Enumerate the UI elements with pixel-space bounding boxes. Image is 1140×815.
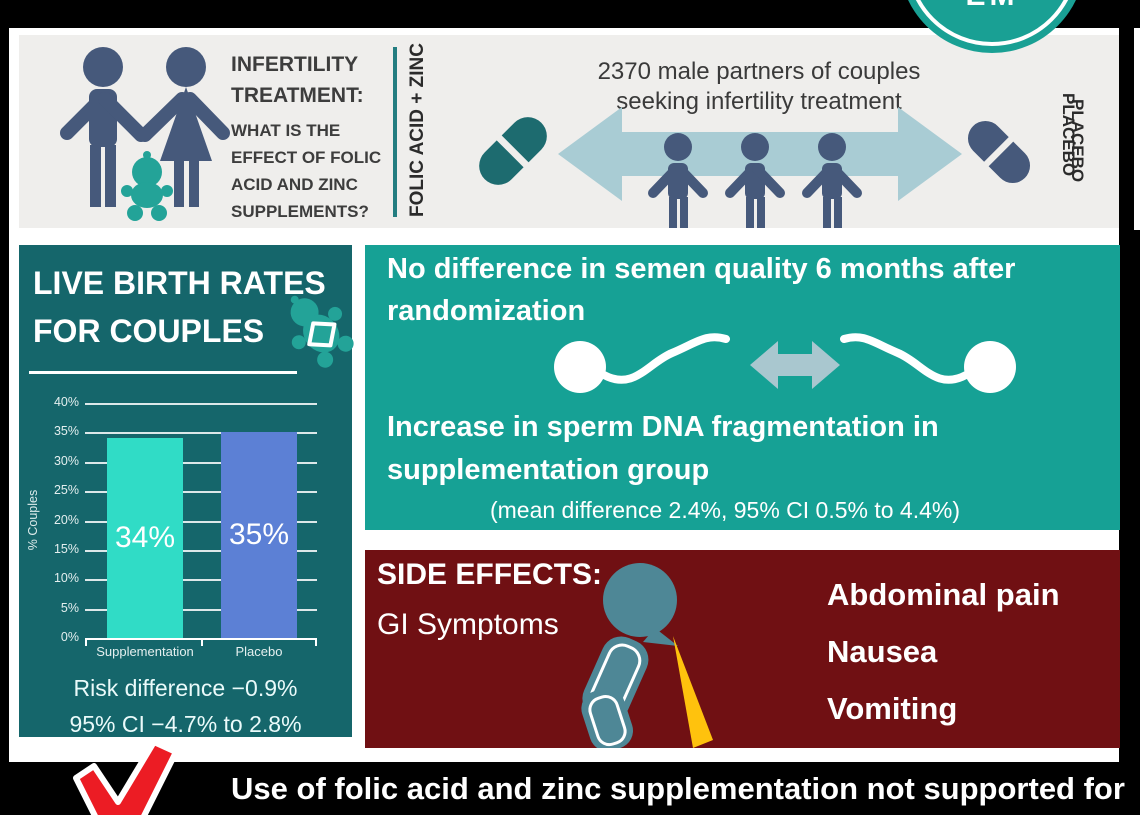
family-icon xyxy=(60,47,230,221)
risk-line1: Risk difference −0.9% xyxy=(73,675,298,701)
chart-ytick-label: 20% xyxy=(53,512,79,527)
question-sub-line4: SUPPLEMENTS? xyxy=(231,202,369,221)
chart-gridline xyxy=(85,579,317,582)
side-effects-panel: SIDE EFFECTS: GI Symptoms Abdominal pain… xyxy=(365,550,1120,748)
risk-difference-text: Risk difference −0.9% 95% CI −4.7% to 2.… xyxy=(19,670,352,742)
male-figure-icon xyxy=(648,133,708,228)
population-line1: 2370 male partners of couples xyxy=(597,58,921,85)
semen-quality-panel: No difference in semen quality 6 months … xyxy=(365,245,1120,530)
chart-ytick-label: 30% xyxy=(53,453,79,468)
symptom-item: Vomiting xyxy=(827,691,958,726)
sperm-comparison-icon xyxy=(554,333,1016,393)
symptom-item: Abdominal pain xyxy=(827,577,1060,612)
right-edge-sliver xyxy=(1134,28,1140,230)
placebo-arm-label: PLACEBO PLACEBO xyxy=(1059,93,1118,243)
chart-bar-value: 35% xyxy=(228,518,290,552)
birth-panel-title: LIVE BIRTH RATES FOR COUPLES xyxy=(33,259,326,355)
population-text: 2370 male partners of couples seeking in… xyxy=(479,57,1039,117)
chart-gridline xyxy=(85,608,317,611)
chart-category-label: Supplementation xyxy=(96,644,194,659)
chart-gridline xyxy=(85,403,317,405)
chart-ytick-label: 10% xyxy=(53,571,79,586)
question-sub-line1: WHAT IS THE xyxy=(231,121,341,140)
population-line2: seeking infertility treatment xyxy=(616,88,902,115)
male-figure-icon xyxy=(725,133,785,228)
question-sub-line3: ACID AND ZINC xyxy=(231,175,358,194)
chart-bar: 34% xyxy=(107,438,183,638)
header-band: INFERTILITY TREATMENT: WHAT IS THE EFFEC… xyxy=(19,35,1119,228)
question-title-line2: TREATMENT: xyxy=(231,84,364,107)
question-block: INFERTILITY TREATMENT: WHAT IS THE EFFEC… xyxy=(231,49,381,225)
chart-gridline xyxy=(85,520,317,523)
chart-ytick-label: 5% xyxy=(60,600,79,615)
birth-title-line2: FOR COUPLES xyxy=(33,313,265,349)
vertical-divider xyxy=(393,47,397,217)
placebo-label-copy2: PLACEBO xyxy=(1068,99,1087,183)
title-underline xyxy=(29,371,297,374)
chart-axis-tick xyxy=(315,638,317,646)
sperm-icon xyxy=(840,333,1016,393)
chart-gridline xyxy=(85,638,317,640)
baby-icon xyxy=(121,151,173,221)
dna-heading-line2: supplementation group xyxy=(387,454,710,486)
man-icon xyxy=(60,47,148,207)
chart-axis-tick xyxy=(201,638,203,646)
sperm-icon xyxy=(554,333,730,393)
chart-gridline xyxy=(85,491,317,494)
dna-detail-text: (mean difference 2.4%, 95% CI 0.5% to 4.… xyxy=(489,497,961,523)
side-effects-title: SIDE EFFECTS: xyxy=(377,558,603,591)
live-birth-panel: LIVE BIRTH RATES FOR COUPLES % Couples xyxy=(19,245,354,737)
conclusion-bar: Use of folic acid and zinc supplementati… xyxy=(66,762,1140,815)
male-partners-icon xyxy=(648,133,862,228)
checkmark-icon xyxy=(73,740,179,815)
dna-heading-line1: Increase in sperm DNA fragmentation in xyxy=(387,411,939,443)
chart-category-label: Placebo xyxy=(235,644,283,659)
folic-zinc-arm-label: FOLIC ACID + ZINC xyxy=(407,43,428,217)
question-sub-line2: EFFECT OF FOLIC xyxy=(231,148,382,167)
symptoms-list: Abdominal pain Nausea Vomiting xyxy=(827,566,1060,737)
birth-rate-chart: % Couples 0%5%10%15%20%25%30%35%40%34%Su… xyxy=(19,245,352,665)
baby-icon xyxy=(290,295,354,368)
question-title-line1: INFERTILITY xyxy=(231,53,359,76)
logo-partial-text: EM xyxy=(899,0,1085,13)
chart-bar: 35% xyxy=(221,432,297,638)
vomit-icon xyxy=(673,636,713,748)
chart-gridline xyxy=(85,432,317,435)
semen-heading-line2: randomization xyxy=(387,295,586,327)
chart-axis-tick xyxy=(85,638,87,646)
chart-gridline xyxy=(85,461,317,464)
chart-bar-value: 34% xyxy=(114,521,176,555)
chart-gridline xyxy=(85,549,317,552)
side-effects-subtitle: GI Symptoms xyxy=(377,608,559,641)
chart-ytick-label: 15% xyxy=(53,541,79,556)
male-figure-icon xyxy=(802,133,862,228)
folic-zinc-pill-icon xyxy=(479,117,547,185)
chart-ytick-label: 0% xyxy=(60,630,79,644)
vomiting-person-icon xyxy=(581,563,713,748)
compare-arrow-icon xyxy=(750,341,840,389)
chart-ytick-label: 25% xyxy=(53,483,79,498)
woman-icon xyxy=(138,47,230,207)
placebo-pill-icon xyxy=(967,120,1031,184)
conclusion-text: Use of folic acid and zinc supplementati… xyxy=(231,770,1125,806)
chart-ytick-label: 40% xyxy=(53,395,79,409)
chart-ytick-label: 35% xyxy=(53,424,79,439)
birth-title-line1: LIVE BIRTH RATES xyxy=(33,265,326,301)
risk-line2: 95% CI −4.7% to 2.8% xyxy=(69,711,302,737)
symptom-item: Nausea xyxy=(827,634,938,669)
semen-heading-line1: No difference in semen quality 6 months … xyxy=(387,253,1016,285)
